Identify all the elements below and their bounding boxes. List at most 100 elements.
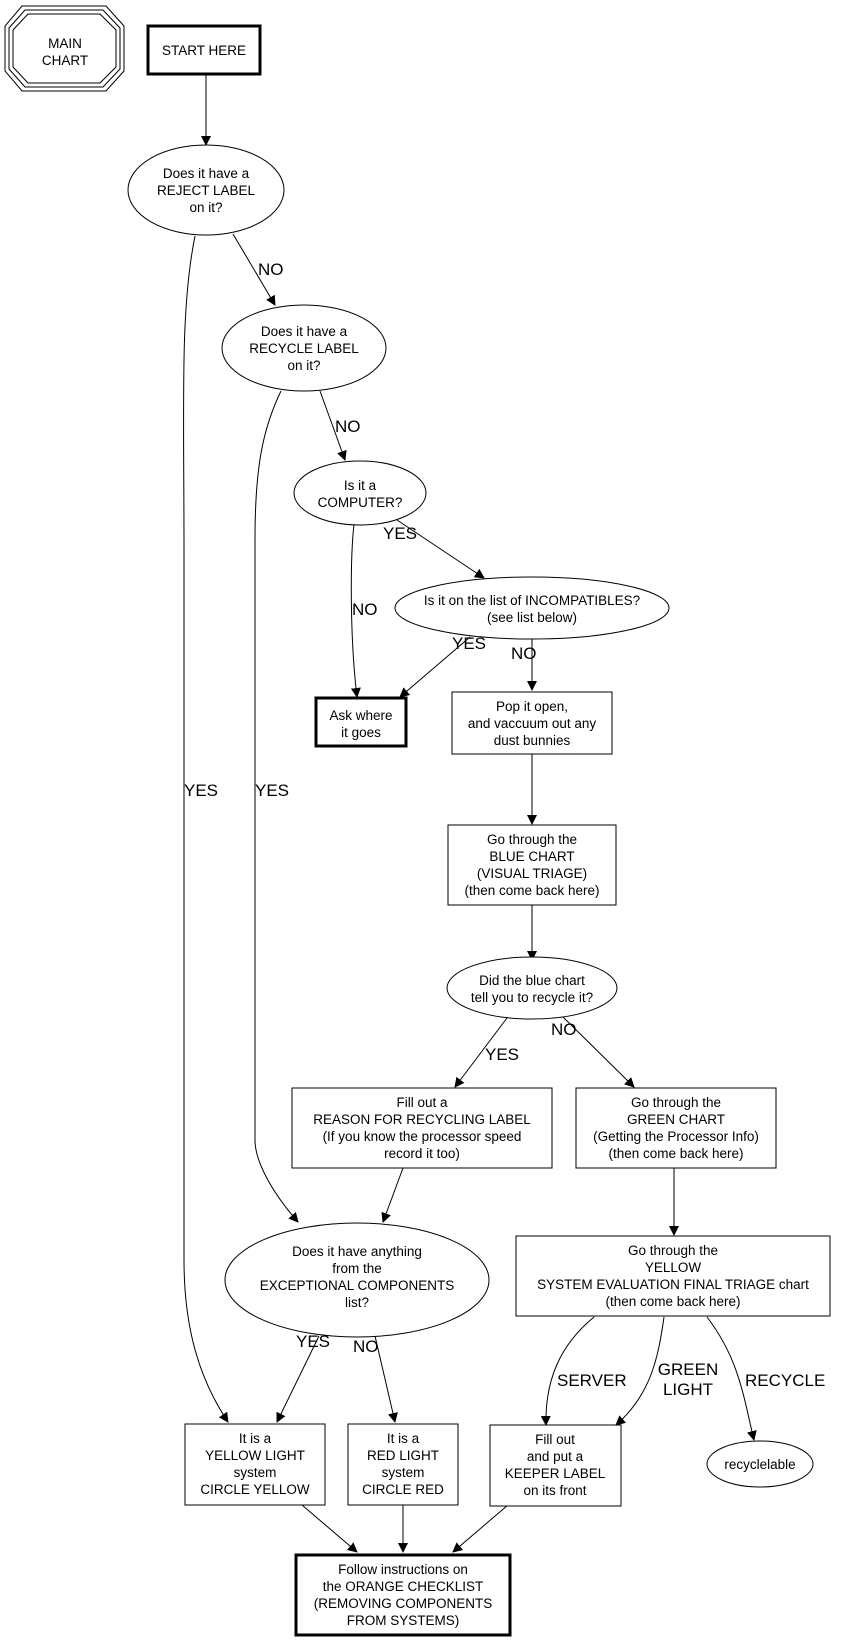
- node-keeper-label-text: Fill out and put a KEEPER LABEL on its fron…: [505, 1432, 606, 1498]
- edge-label-exceptional-no: NO: [353, 1337, 379, 1356]
- label-line: dust bunnies: [494, 733, 571, 748]
- label-line: (then come back here): [605, 1294, 740, 1309]
- label-line: on it?: [287, 358, 320, 373]
- node-start[interactable]: START HERE: [146, 24, 262, 76]
- label-line: from the: [332, 1261, 382, 1276]
- node-reason-label[interactable]: Fill out a REASON FOR RECYCLING LABEL (If …: [291, 1087, 553, 1169]
- label-line: (REMOVING COMPONENTS: [314, 1596, 493, 1611]
- edge-labels: NO YES NO YES YES NO YES NO YES NO YES N…: [184, 260, 825, 1399]
- label-line: (If you know the processor speed: [323, 1129, 522, 1144]
- edge-yellowlight-to-orange: [301, 1504, 358, 1553]
- label-line: Does it have a: [163, 166, 250, 181]
- label-line: RED LIGHT: [367, 1448, 439, 1463]
- label-line: KEEPER LABEL: [505, 1466, 606, 1481]
- label-line: EXCEPTIONAL COMPONENTS: [260, 1278, 455, 1293]
- edge-label-reject-no: NO: [258, 260, 284, 279]
- edge-bluerecycle-to-reason-yes: [454, 1017, 508, 1088]
- label-line: COMPUTER?: [318, 495, 403, 510]
- label-line: Is it on the list of INCOMPATIBLES?: [424, 593, 640, 608]
- node-is-computer[interactable]: Is it a COMPUTER?: [293, 460, 427, 526]
- label-line: recyclelable: [724, 1457, 795, 1472]
- node-keeper-label[interactable]: Fill out and put a KEEPER LABEL on its fron…: [489, 1424, 622, 1507]
- label-line: it goes: [341, 725, 381, 740]
- node-recycle-label-text: Does it have a RECYCLE LABEL on it?: [249, 324, 359, 373]
- label-line: (Getting the Processor Info): [593, 1129, 759, 1144]
- node-recyclable[interactable]: recyclelable: [706, 1440, 814, 1488]
- edge-recycle-to-exceptional-yes: [254, 390, 299, 1223]
- label-line: on its front: [523, 1483, 586, 1498]
- edge-computer-to-ask-no: [350, 523, 361, 698]
- node-orange-checklist[interactable]: Follow instructions on the ORANGE CHECKLI…: [294, 1553, 512, 1637]
- edge-keeper-to-orange: [452, 1504, 509, 1553]
- edge-bluerecycle-to-green-no: [561, 1015, 635, 1088]
- edge-label-server: SERVER: [557, 1371, 627, 1390]
- label-line: (VISUAL TRIAGE): [477, 866, 587, 881]
- label-line: (then come back here): [608, 1146, 743, 1161]
- edge-label-exceptional-yes: YES: [296, 1332, 330, 1351]
- edges: [183, 74, 757, 1553]
- label-line: Go through the: [487, 832, 577, 847]
- edge-label-bluerecycle-yes: YES: [485, 1045, 519, 1064]
- edge-label-computer-no: NO: [352, 600, 378, 619]
- edge-reject-to-yellowlight-yes: [183, 235, 229, 1423]
- edge-label-recycle-yes: YES: [255, 781, 289, 800]
- label-line: list?: [345, 1295, 369, 1310]
- label-line: It is a: [239, 1431, 272, 1446]
- node-incompatibles-text: Is it on the list of INCOMPATIBLES? (see …: [424, 593, 640, 625]
- label-line: Follow instructions on: [338, 1562, 468, 1577]
- label-line: Go through the: [628, 1243, 718, 1258]
- label-line: GREEN: [658, 1360, 718, 1379]
- label-line: It is a: [387, 1431, 420, 1446]
- label-line: (see list below): [487, 610, 577, 625]
- label-line: Fill out: [535, 1432, 575, 1447]
- label-line: YELLOW: [645, 1260, 702, 1275]
- node-ask-where-text: Ask where it goes: [329, 708, 392, 740]
- label-line: REJECT LABEL: [157, 183, 256, 198]
- edge-label-incompatibles-no: NO: [511, 644, 537, 663]
- label-line: MAIN: [48, 36, 82, 51]
- node-recycle-label[interactable]: Does it have a RECYCLE LABEL on it?: [221, 304, 387, 392]
- node-ask-where[interactable]: Ask where it goes: [314, 696, 408, 748]
- label-line: system: [382, 1465, 425, 1480]
- label-line: the ORANGE CHECKLIST: [323, 1579, 484, 1594]
- node-incompatibles[interactable]: Is it on the list of INCOMPATIBLES? (see …: [394, 576, 670, 640]
- edge-recycle-to-computer-no: [319, 390, 347, 461]
- edge-exceptional-to-yellowlight-yes: [276, 1335, 320, 1423]
- label-line: REASON FOR RECYCLING LABEL: [313, 1112, 531, 1127]
- label-line: record it too): [384, 1146, 460, 1161]
- node-is-computer-text: Is it a COMPUTER?: [318, 478, 403, 510]
- label-line: LIGHT: [663, 1380, 713, 1399]
- edge-reject-to-recycle-no: [232, 233, 276, 306]
- label-line: Does it have a: [261, 324, 348, 339]
- label-line: Did the blue chart: [479, 973, 585, 988]
- label-line: FROM SYSTEMS): [347, 1613, 460, 1628]
- node-orange-checklist-text: Follow instructions on the ORANGE CHECKLI…: [314, 1562, 493, 1628]
- label-line: Ask where: [329, 708, 392, 723]
- label-line: Is it a: [344, 478, 377, 493]
- label-line: Fill out a: [396, 1095, 448, 1110]
- label-line: and put a: [527, 1449, 584, 1464]
- label-line: Pop it open,: [496, 699, 568, 714]
- label-line: system: [234, 1465, 277, 1480]
- edge-exceptional-to-redlight-no: [374, 1335, 398, 1423]
- label-line: RECYCLE LABEL: [249, 341, 359, 356]
- node-start-label: START HERE: [162, 43, 246, 58]
